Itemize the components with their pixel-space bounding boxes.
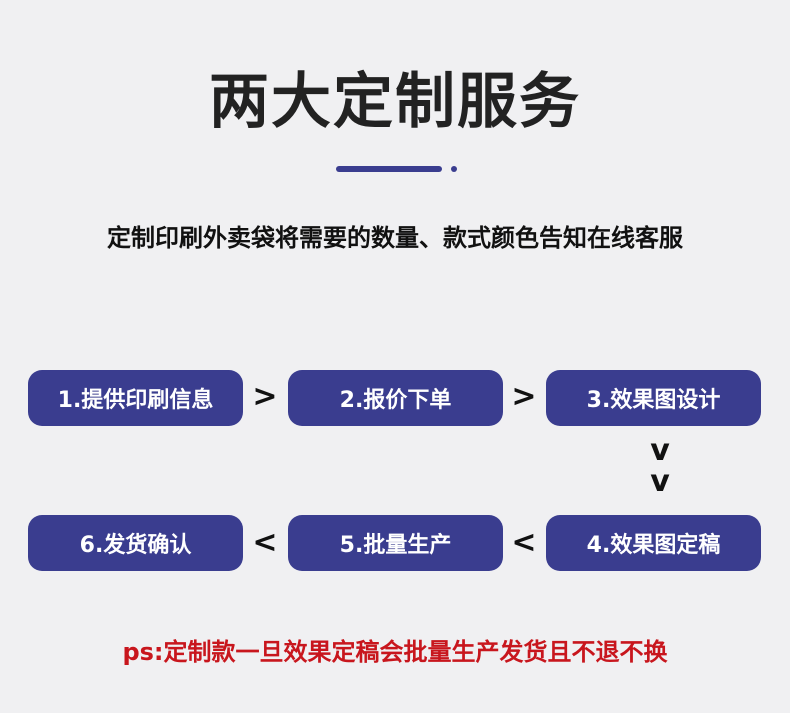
arrow-down-icon: v [650,464,670,499]
arrow-left-icon: < [252,525,278,560]
arrow-down-icon: v [650,433,670,468]
step-2-quote-order: 2.报价下单 [288,370,503,426]
step-6-shipping-confirmation: 6.发货确认 [28,515,243,571]
step-label: 2.报价下单 [339,388,452,413]
disclaimer-note: ps:定制款一旦效果定稿会批量生产发货且不退不换 [122,638,668,666]
step-5-mass-production: 5.批量生产 [288,515,503,571]
title-underline-dot [451,166,457,172]
step-label: 1.提供印刷信息 [57,388,214,413]
title-underline-bar [336,166,442,172]
arrow-right-icon: > [252,379,278,414]
step-label: 3.效果图设计 [586,388,721,413]
step-label: 5.批量生产 [339,533,452,558]
arrow-right-icon: > [511,379,537,414]
step-label: 4.效果图定稿 [586,533,721,558]
arrow-left-icon: < [511,525,537,560]
step-4-finalize-mockup: 4.效果图定稿 [546,515,761,571]
step-3-design-mockup: 3.效果图设计 [546,370,761,426]
page-subtitle: 定制印刷外卖袋将需要的数量、款式颜色告知在线客服 [107,224,683,252]
step-1-provide-print-info: 1.提供印刷信息 [28,370,243,426]
step-label: 6.发货确认 [79,533,192,558]
page-title: 两大定制服务 [209,67,581,137]
